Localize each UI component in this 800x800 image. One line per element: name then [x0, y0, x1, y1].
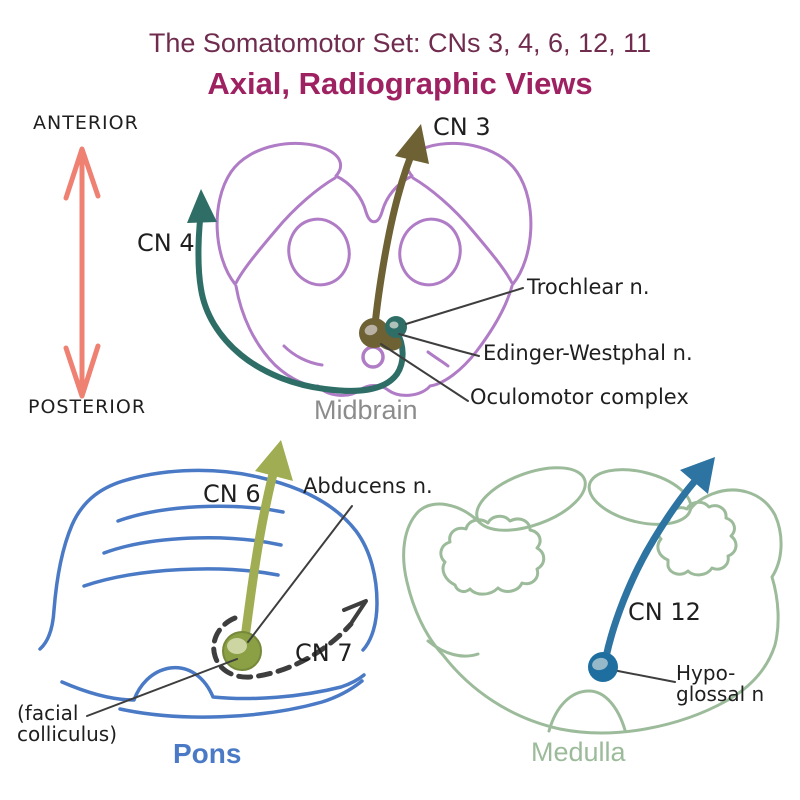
- midbrain-drawing: [187, 124, 533, 402]
- hypoglossal-callout-line: [617, 670, 676, 683]
- midbrain-inner-arc-right: [426, 350, 450, 368]
- edinger-westphal-label: Edinger-Westphal n.: [483, 341, 693, 365]
- orientation-arrow-up-head: [63, 146, 101, 201]
- medulla-left-lobe-tick: [426, 639, 480, 658]
- posterior-label: POSTERIOR: [28, 396, 147, 418]
- midbrain-right-red-nucleus: [398, 217, 462, 287]
- midbrain-interpeduncular-notch: [334, 174, 414, 224]
- cn7-label: CN 7: [295, 639, 353, 667]
- edinger-callout-line: [398, 333, 480, 357]
- cn7-dashed-path: [211, 615, 354, 680]
- cn4-arrowhead: [187, 189, 217, 223]
- medulla-bottom-bump: [547, 689, 627, 733]
- cn12-arrowhead: [680, 457, 715, 494]
- oculomotor-callout-line: [380, 343, 469, 402]
- midbrain-left-peduncle-outer: [215, 141, 343, 286]
- anterior-label: ANTERIOR: [33, 112, 139, 134]
- oculomotor-complex-label: Oculomotor complex: [470, 385, 689, 409]
- cn3-arrowhead: [395, 124, 429, 164]
- orientation-arrow-down-head: [63, 343, 101, 399]
- medulla-body-outline: [402, 488, 783, 735]
- trochlear-label: Trochlear n.: [527, 275, 650, 299]
- facial-colliculus-label: (facial colliculus): [17, 703, 117, 745]
- medulla-caption: Medulla: [531, 737, 626, 767]
- hypoglossal-line1: Hypo-: [676, 661, 736, 685]
- cn4-label: CN 4: [137, 229, 195, 257]
- hypoglossal-nucleus-highlight: [592, 657, 608, 671]
- hypoglossal-line2: glossal n: [676, 682, 765, 706]
- abducens-nucleus-highlight: [227, 638, 247, 654]
- cn6-label: CN 6: [203, 480, 261, 508]
- cn12-label: CN 12: [628, 598, 701, 626]
- trochlear-callout-line: [405, 287, 524, 325]
- facial-colliculus-line2: colliculus): [17, 722, 118, 746]
- midbrain-right-peduncle-inner: [411, 176, 514, 285]
- pons-bottom-lower-curve: [118, 679, 364, 719]
- abducens-label: Abducens n.: [303, 474, 433, 498]
- midbrain-caption: Midbrain: [314, 395, 418, 425]
- cn3-label: CN 3: [433, 113, 491, 141]
- cn12-path: [602, 469, 706, 661]
- trochlear-nucleus-highlight: [389, 321, 399, 329]
- facial-colliculus-line1: (facial: [17, 701, 79, 725]
- pons-bottom-upper-curve: [60, 665, 366, 702]
- facial-colliculus-callout-line: [86, 658, 238, 717]
- cerebral-aqueduct: [361, 345, 385, 369]
- midbrain-left-peduncle-inner: [234, 176, 337, 285]
- pons-drawing: [38, 440, 379, 719]
- diagram-title: The Somatomotor Set: CNs 3, 4, 6, 12, 11: [148, 28, 652, 58]
- cn7-arrowhead: [342, 599, 368, 624]
- diagram-subtitle: Axial, Radiographic Views: [207, 66, 593, 101]
- abducens-callout-line: [247, 505, 353, 643]
- cn3-path: [370, 137, 421, 340]
- pons-stripe-1: [116, 504, 285, 523]
- cn4-path: [195, 201, 406, 394]
- cn6-arrowhead: [255, 440, 293, 481]
- midbrain-tectum-outline: [234, 284, 514, 397]
- medulla-drawing: [402, 457, 783, 735]
- midbrain-inner-arc-left: [282, 344, 324, 367]
- midbrain-right-peduncle-outer: [405, 141, 533, 286]
- oculomotor-nucleus-highlight: [364, 324, 378, 336]
- medulla-left-olive-squiggle: [439, 514, 546, 596]
- hypoglossal-label: Hypo- glossal n: [676, 663, 764, 705]
- midbrain-left-red-nucleus: [287, 217, 351, 287]
- anterior-posterior-arrow: [63, 146, 101, 399]
- pons-outline: [38, 468, 379, 652]
- pons-caption: Pons: [173, 738, 242, 769]
